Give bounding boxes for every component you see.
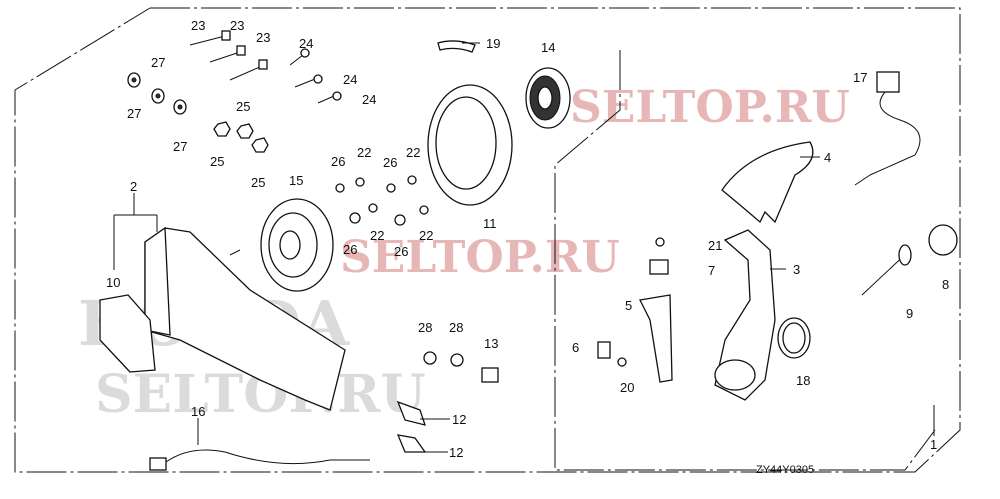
callout-10: 10 [106,275,120,290]
clip-28 [423,351,437,365]
callout-16: 16 [191,404,205,419]
cap-4 [721,141,814,224]
block-6 [597,341,611,359]
grommet-13 [481,367,499,383]
shaft-9-flange [898,244,912,266]
callout-13: 13 [484,336,498,351]
diagram-code: ZY44Y0305 [756,464,814,476]
housing-2 [144,226,346,411]
callout-25: 25 [210,154,224,169]
cap-8 [928,224,958,256]
callout-27: 27 [173,139,187,154]
callout-23: 23 [230,18,244,33]
callout-3: 3 [793,262,800,277]
callout-14: 14 [541,40,555,55]
callout-24: 24 [343,72,357,87]
callout-22: 22 [406,145,420,160]
callout-1: 1 [930,437,937,452]
callout-27: 27 [127,106,141,121]
screw-21 [655,237,665,247]
callout-9: 9 [906,306,913,321]
callout-26: 26 [394,244,408,259]
callout-27: 27 [151,55,165,70]
spring-7 [649,259,669,275]
callout-21: 21 [708,238,722,253]
callout-12: 12 [449,445,463,460]
callout-7: 7 [708,263,715,278]
callout-26: 26 [343,242,357,257]
callout-20: 20 [620,380,634,395]
pulley-15 [260,198,334,292]
lever-3 [714,229,776,401]
callout-5: 5 [625,298,632,313]
callout-28: 28 [418,320,432,335]
callout-24: 24 [299,36,313,51]
oring-18-inner [782,322,806,354]
clip-28 [450,353,464,367]
callout-22: 22 [419,228,433,243]
callout-6: 6 [572,340,579,355]
callout-8: 8 [942,277,949,292]
callout-11: 11 [483,216,497,231]
callout-25: 25 [251,175,265,190]
callout-2: 2 [130,179,137,194]
watermark-seltop: SELTOP.RU [340,232,620,283]
harness-16 [149,449,370,471]
callout-26: 26 [383,155,397,170]
watermark-seltop: SELTOP.RU [570,82,850,133]
callout-22: 22 [370,228,384,243]
connector-17 [854,71,921,186]
bolt-23 [189,30,268,81]
screw-washer-set [335,175,429,226]
callout-4: 4 [824,150,831,165]
callout-15: 15 [289,173,303,188]
screw-24 [289,48,342,104]
ring-11 [427,84,513,206]
screw-20 [617,357,627,367]
callout-12: 12 [452,412,466,427]
callout-19: 19 [486,36,500,51]
callout-28: 28 [449,320,463,335]
gear-14 [525,67,571,129]
callout-22: 22 [357,145,371,160]
callout-17: 17 [853,70,867,85]
plate-12 [396,400,426,426]
nut-25 [213,121,269,153]
washer-27 [127,72,187,115]
callout-26: 26 [331,154,345,169]
arm-5 [639,294,673,383]
callout-18: 18 [796,373,810,388]
callout-23: 23 [191,18,205,33]
callout-24: 24 [362,92,376,107]
assembly-frame [14,7,961,473]
plate-12 [396,434,427,453]
callout-25: 25 [236,99,250,114]
cover-10 [99,294,156,373]
callout-23: 23 [256,30,270,45]
lever-hub [714,359,756,391]
strip-19 [437,40,476,53]
leaders [113,42,820,453]
